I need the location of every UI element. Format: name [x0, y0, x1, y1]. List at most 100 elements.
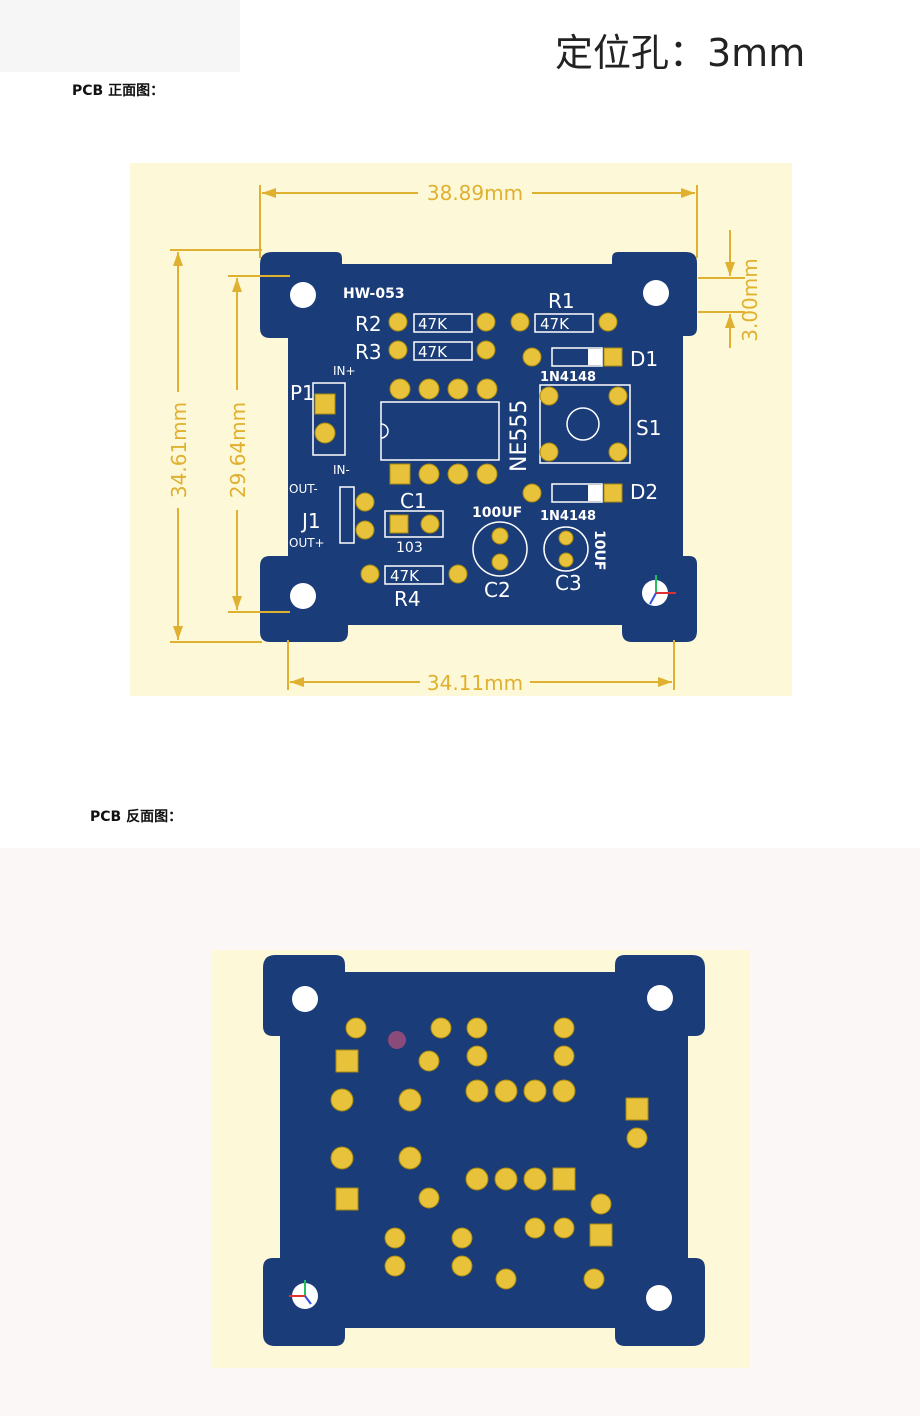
pad: [466, 1045, 488, 1067]
d1-part-label: 1N4148: [540, 370, 596, 385]
page-title: 定位孔：3mm: [555, 31, 806, 75]
pad: [335, 1049, 359, 1073]
d2-band: [588, 485, 602, 501]
pad: [553, 1045, 575, 1067]
via: [388, 1031, 406, 1049]
pad: [553, 1217, 575, 1239]
pad: [608, 442, 628, 462]
p1-neg-label: IN-: [333, 463, 350, 477]
c2-value-label: 100UF: [472, 505, 522, 521]
pad: [523, 1079, 547, 1103]
pad: [345, 1017, 367, 1039]
pad: [522, 347, 542, 367]
dimension-lines: [170, 185, 745, 690]
header-strip: [0, 0, 240, 72]
pad: [418, 378, 440, 400]
pad: [476, 312, 496, 332]
pad: [384, 1255, 406, 1277]
ic-label: NE555: [507, 400, 532, 472]
pad: [539, 386, 559, 406]
pad: [598, 312, 618, 332]
front-board-outline: [260, 252, 697, 642]
pad: [389, 378, 411, 400]
pad: [418, 1187, 440, 1209]
pad: [384, 1227, 406, 1249]
pad: [476, 463, 498, 485]
pad: [314, 393, 336, 415]
j1-pos-label: OUT+: [289, 536, 325, 550]
height-outer-dim: 34.61mm: [167, 402, 191, 498]
pad: [494, 1167, 518, 1191]
c1-label: C1: [400, 489, 427, 513]
pad: [314, 422, 336, 444]
pad: [465, 1167, 489, 1191]
pad: [626, 1127, 648, 1149]
r2-body: [413, 313, 473, 333]
board-model-label: HW-053: [343, 286, 405, 302]
pad: [558, 552, 574, 568]
pad: [389, 463, 411, 485]
pad: [476, 378, 498, 400]
pad: [476, 340, 496, 360]
pad: [491, 527, 509, 545]
c1-body: [384, 510, 444, 538]
pad: [522, 483, 542, 503]
pad: [355, 492, 375, 512]
r3-label: R3: [355, 340, 382, 364]
width-outer-dim: 38.89mm: [427, 181, 523, 205]
pad: [418, 463, 440, 485]
s1-label: S1: [636, 416, 661, 440]
mount-hole: [290, 583, 316, 609]
pad: [589, 1223, 613, 1247]
height-inner-dim: 29.64mm: [226, 402, 250, 498]
c3-label: C3: [555, 571, 582, 595]
pad: [553, 1017, 575, 1039]
pcb-back-view: [212, 950, 750, 1368]
mount-hole: [292, 986, 318, 1012]
pad: [590, 1193, 612, 1215]
pad: [451, 1255, 473, 1277]
pad: [495, 1268, 517, 1290]
mount-hole: [643, 280, 669, 306]
pad: [552, 1167, 576, 1191]
r3-body: [413, 341, 473, 361]
back-view-label: PCB 反面图：: [90, 809, 183, 825]
ic-body: [380, 401, 500, 461]
pad: [625, 1097, 649, 1121]
r3-value-label: 47K: [418, 343, 448, 361]
mount-hole: [647, 985, 673, 1011]
pad: [335, 1187, 359, 1211]
p1-pos-label: IN+: [333, 364, 356, 378]
pad: [420, 514, 440, 534]
axis-marker-icon: [649, 575, 676, 605]
pad: [398, 1146, 422, 1170]
pad: [491, 553, 509, 571]
r1-label: R1: [548, 289, 575, 313]
r2-label: R2: [355, 312, 382, 336]
pad: [418, 1050, 440, 1072]
j1-neg-label: OUT-: [289, 482, 318, 496]
pad: [603, 347, 623, 367]
back-board-outline: [263, 955, 705, 1346]
pad: [388, 312, 408, 332]
r1-body: [534, 313, 594, 333]
pad: [494, 1079, 518, 1103]
d1-label: D1: [630, 347, 658, 371]
pad: [523, 1167, 547, 1191]
axis-marker-icon: [289, 1280, 312, 1305]
pad: [398, 1088, 422, 1112]
pad: [360, 564, 380, 584]
r1-value-label: 47K: [540, 315, 570, 333]
c1-value-label: 103: [396, 540, 423, 556]
c2-body: [472, 521, 528, 577]
d2-label: D2: [630, 480, 658, 504]
d2-part-label: 1N4148: [540, 509, 596, 524]
pad: [583, 1268, 605, 1290]
p1-label: P1: [290, 381, 315, 405]
r4-value-label: 47K: [390, 567, 420, 585]
pad: [510, 312, 530, 332]
pad: [608, 386, 628, 406]
r4-label: R4: [394, 587, 421, 611]
switch-body: [539, 384, 631, 464]
pad: [330, 1146, 354, 1170]
